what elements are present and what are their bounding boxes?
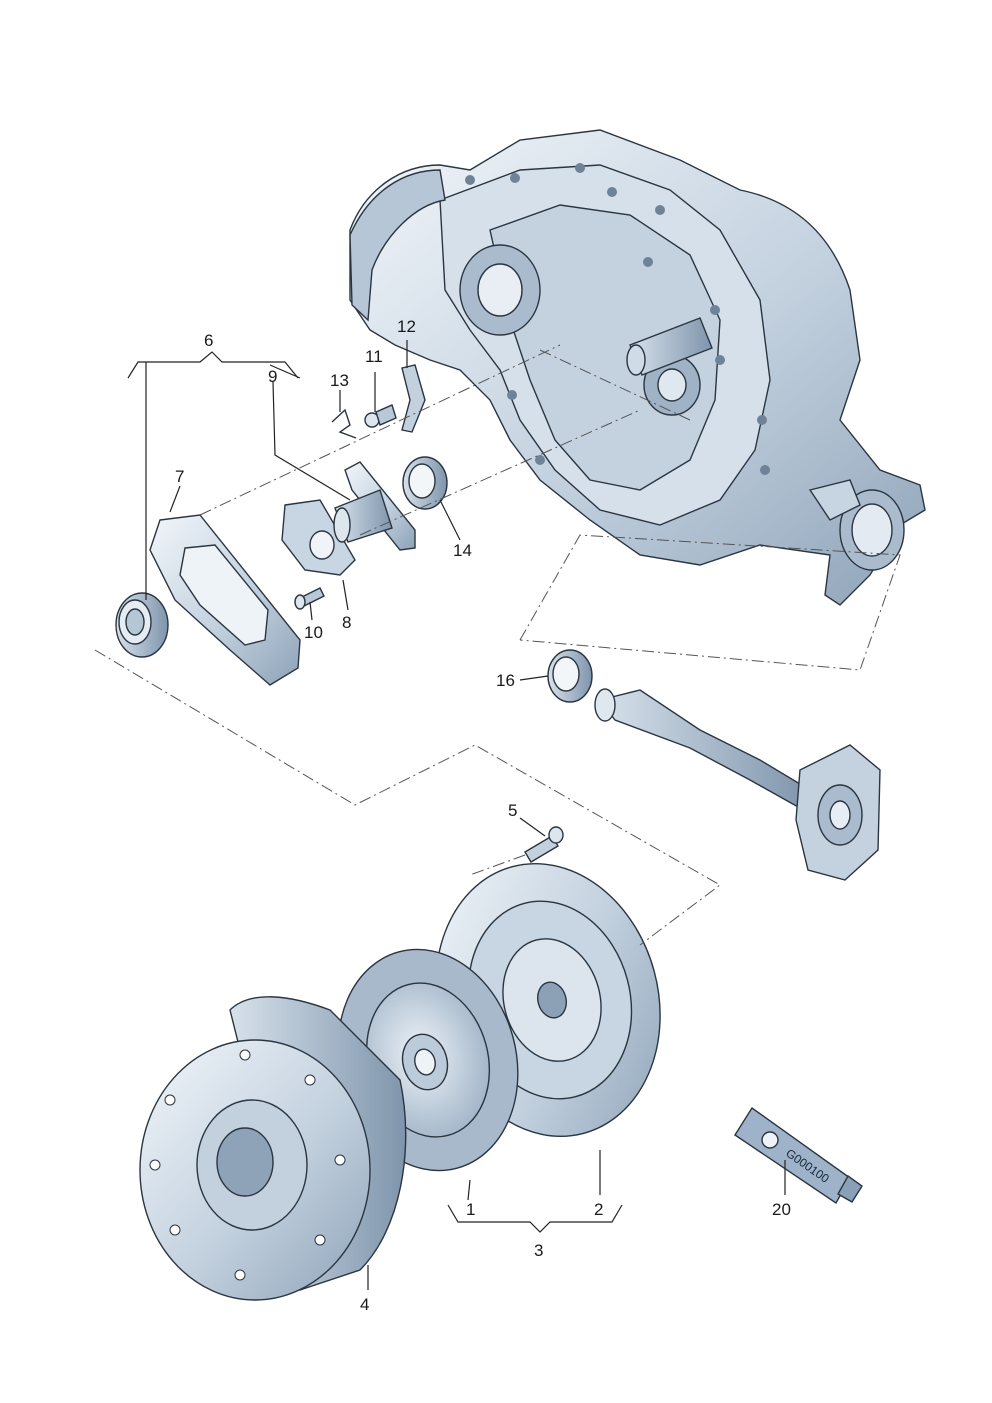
callout-5: 5 [508, 801, 517, 820]
gearbox-housing-icon [349, 129, 926, 606]
spring-clip-icon [331, 408, 357, 439]
callout-2: 2 [594, 1200, 603, 1219]
callout-13: 13 [330, 371, 349, 390]
seal-ring-icon [547, 649, 593, 703]
shaft-seal-icon [402, 456, 448, 510]
ball-stud-icon [364, 404, 397, 428]
callout-11: 11 [365, 347, 383, 366]
callout-1: 1 [466, 1200, 475, 1219]
callout-14: 14 [453, 541, 472, 560]
callout-4: 4 [360, 1295, 369, 1314]
bearing-guide-plate-icon [149, 514, 301, 686]
guide-sleeve-icon [281, 461, 416, 576]
callout-12: 12 [397, 317, 416, 336]
leader-lines [127, 340, 786, 1290]
sealant-tube-icon: G000100 [734, 1106, 863, 1205]
callout-20: 20 [772, 1200, 791, 1219]
pressure-plate-bolt-icon [524, 826, 564, 863]
flywheel-icon [139, 996, 407, 1301]
assembly-lines [94, 344, 901, 946]
release-lever-icon [401, 364, 426, 433]
bolt-icon [294, 587, 325, 610]
drive-shaft-icon [594, 688, 881, 881]
callout-10: 10 [304, 623, 323, 642]
callout-3: 3 [534, 1241, 543, 1260]
callout-7: 7 [175, 467, 184, 486]
callout-16: 16 [496, 671, 515, 690]
release-bearing-icon [115, 592, 169, 658]
callout-8: 8 [342, 613, 351, 632]
callout-6: 6 [204, 331, 213, 350]
callout-9: 9 [268, 367, 277, 386]
